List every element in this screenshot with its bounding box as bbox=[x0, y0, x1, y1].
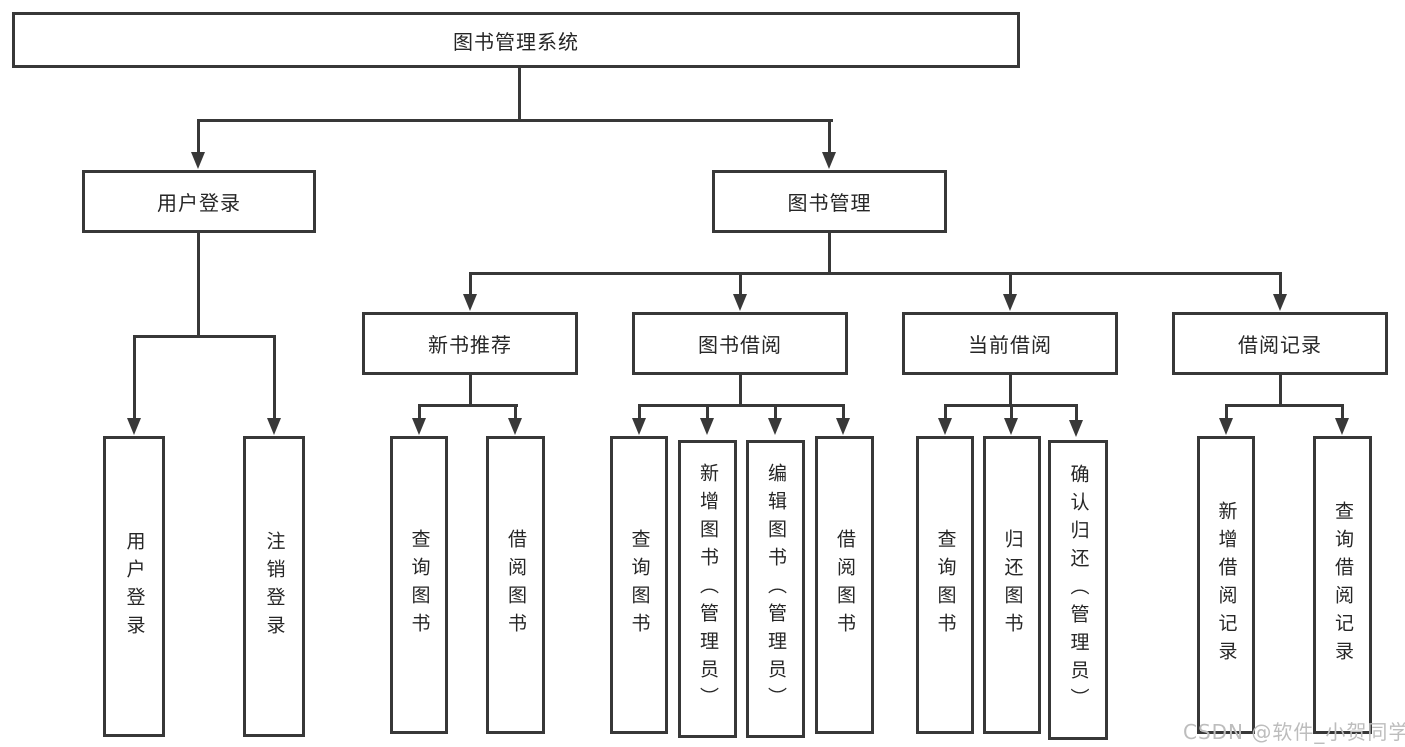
arrowhead-leaf-nb2 bbox=[508, 418, 522, 435]
connector-book-mgmt-trunk bbox=[828, 233, 831, 275]
leaf-cb-query-book-label: 查询图书 bbox=[934, 529, 957, 641]
leaf-cb-return-book: 归还图书 bbox=[983, 436, 1041, 734]
node-borrow-record: 借阅记录 bbox=[1172, 312, 1388, 375]
watermark-text: CSDN @软件_小贺同学 bbox=[1183, 720, 1405, 744]
connector-drop-user-login bbox=[197, 119, 200, 155]
connector-level3-branch bbox=[469, 272, 1282, 275]
arrowhead-leaf-cb1 bbox=[938, 418, 952, 435]
node-book-mgmt-label: 图书管理 bbox=[787, 191, 872, 215]
arrowhead-leaf-nb1 bbox=[412, 418, 426, 435]
leaf-cb-confirm-return-admin-label: 确认归还（管理员） bbox=[1067, 464, 1090, 716]
leaf-bb-borrow-book-label: 借阅图书 bbox=[834, 529, 856, 641]
arrowhead-leaf-cb2 bbox=[1004, 418, 1018, 435]
arrowhead-book-mgmt bbox=[822, 152, 836, 169]
arrowhead-leaf-bb1 bbox=[632, 418, 646, 435]
connector-drop-leaf-bb1 bbox=[638, 404, 641, 421]
connector-drop-leaf-cb3 bbox=[1075, 404, 1078, 421]
leaf-bb-add-book-admin: 新增图书（管理员） bbox=[678, 440, 737, 738]
node-book-borrow: 图书借阅 bbox=[632, 312, 848, 375]
leaf-logout: 注销登录 bbox=[243, 436, 305, 737]
connector-drop-leaf-cb2 bbox=[1010, 404, 1013, 421]
connector-drop-leaf-nb1 bbox=[418, 404, 421, 421]
connector-book-borrow-splitter bbox=[638, 404, 845, 407]
arrowhead-user-login bbox=[191, 152, 205, 169]
leaf-bb-edit-book-admin-label: 编辑图书（管理员） bbox=[765, 463, 787, 715]
node-user-login: 用户登录 bbox=[82, 170, 316, 233]
leaf-nb-query-book: 查询图书 bbox=[390, 436, 448, 734]
connector-current-borrow-trunk bbox=[1009, 375, 1012, 406]
connector-new-book-splitter bbox=[418, 404, 518, 407]
leaf-br-query-record-label: 查询借阅记录 bbox=[1332, 501, 1354, 669]
leaf-nb-query-book-label: 查询图书 bbox=[408, 529, 431, 641]
node-user-login-label: 用户登录 bbox=[157, 191, 241, 215]
leaf-bb-edit-book-admin: 编辑图书（管理员） bbox=[746, 440, 805, 738]
arrowhead-borrow-record bbox=[1273, 294, 1287, 311]
connector-borrow-record-trunk bbox=[1279, 375, 1282, 406]
connector-drop-borrow-record bbox=[1279, 272, 1282, 296]
connector-drop-book-borrow bbox=[739, 272, 742, 296]
node-current-borrow-label: 当前借阅 bbox=[968, 333, 1052, 357]
arrowhead-leaf-cb3 bbox=[1069, 420, 1083, 437]
connector-drop-leaf-bb2 bbox=[706, 404, 709, 421]
arrowhead-new-book bbox=[463, 294, 477, 311]
node-borrow-record-label: 借阅记录 bbox=[1238, 333, 1322, 357]
arrowhead-leaf-br1 bbox=[1219, 418, 1233, 435]
leaf-logout-label: 注销登录 bbox=[263, 530, 286, 643]
leaf-nb-borrow-book: 借阅图书 bbox=[486, 436, 545, 734]
arrowhead-leaf-bb4 bbox=[836, 418, 850, 435]
leaf-cb-query-book: 查询图书 bbox=[916, 436, 974, 734]
leaf-br-add-record-label: 新增借阅记录 bbox=[1215, 501, 1238, 669]
leaf-bb-add-book-admin-label: 新增图书（管理员） bbox=[697, 463, 719, 715]
arrowhead-current-borrow bbox=[1003, 294, 1017, 311]
connector-borrow-record-splitter bbox=[1225, 404, 1343, 407]
connector-drop-book-mgmt bbox=[828, 119, 831, 155]
node-root-label: 图书管理系统 bbox=[453, 29, 579, 54]
leaf-nb-borrow-book-label: 借阅图书 bbox=[505, 529, 527, 641]
connector-level2-branch bbox=[197, 119, 833, 122]
connector-book-borrow-trunk bbox=[739, 375, 742, 406]
leaf-bb-borrow-book: 借阅图书 bbox=[815, 436, 874, 734]
connector-drop-leaf-bb3 bbox=[774, 404, 777, 421]
leaf-br-add-record: 新增借阅记录 bbox=[1197, 436, 1255, 734]
connector-new-book-trunk bbox=[469, 375, 472, 406]
arrowhead-book-borrow bbox=[733, 294, 747, 311]
node-book-mgmt: 图书管理 bbox=[712, 170, 947, 233]
node-root: 图书管理系统 bbox=[12, 12, 1020, 68]
node-book-borrow-label: 图书借阅 bbox=[698, 333, 782, 357]
connector-drop-leaf-nb2 bbox=[514, 404, 517, 421]
leaf-br-query-record: 查询借阅记录 bbox=[1313, 436, 1372, 734]
connector-drop-leaf-ul2 bbox=[273, 335, 276, 421]
arrowhead-leaf-bb2 bbox=[700, 418, 714, 435]
node-current-borrow: 当前借阅 bbox=[902, 312, 1118, 375]
leaf-user-login: 用户登录 bbox=[103, 436, 165, 737]
connector-user-login-splitter bbox=[133, 335, 276, 338]
connector-drop-leaf-br1 bbox=[1225, 404, 1228, 421]
leaf-bb-query-book-label: 查询图书 bbox=[628, 529, 651, 641]
leaf-cb-confirm-return-admin: 确认归还（管理员） bbox=[1048, 440, 1108, 740]
arrowhead-leaf-ul2 bbox=[267, 418, 281, 435]
leaf-cb-return-book-label: 归还图书 bbox=[1001, 529, 1024, 641]
connector-root-trunk bbox=[518, 68, 521, 121]
node-new-book-rec-label: 新书推荐 bbox=[428, 333, 512, 357]
connector-drop-leaf-bb4 bbox=[842, 404, 845, 421]
arrowhead-leaf-bb3 bbox=[768, 418, 782, 435]
connector-drop-leaf-ul1 bbox=[133, 335, 136, 421]
leaf-user-login-label: 用户登录 bbox=[123, 530, 146, 643]
connector-drop-current-borrow bbox=[1009, 272, 1012, 296]
connector-drop-leaf-br2 bbox=[1341, 404, 1344, 421]
connector-drop-leaf-cb1 bbox=[944, 404, 947, 421]
arrowhead-leaf-br2 bbox=[1335, 418, 1349, 435]
arrowhead-leaf-ul1 bbox=[127, 418, 141, 435]
connector-user-login-trunk bbox=[197, 233, 200, 336]
leaf-bb-query-book: 查询图书 bbox=[610, 436, 668, 734]
connector-drop-new-book bbox=[469, 272, 472, 296]
node-new-book-rec: 新书推荐 bbox=[362, 312, 578, 375]
